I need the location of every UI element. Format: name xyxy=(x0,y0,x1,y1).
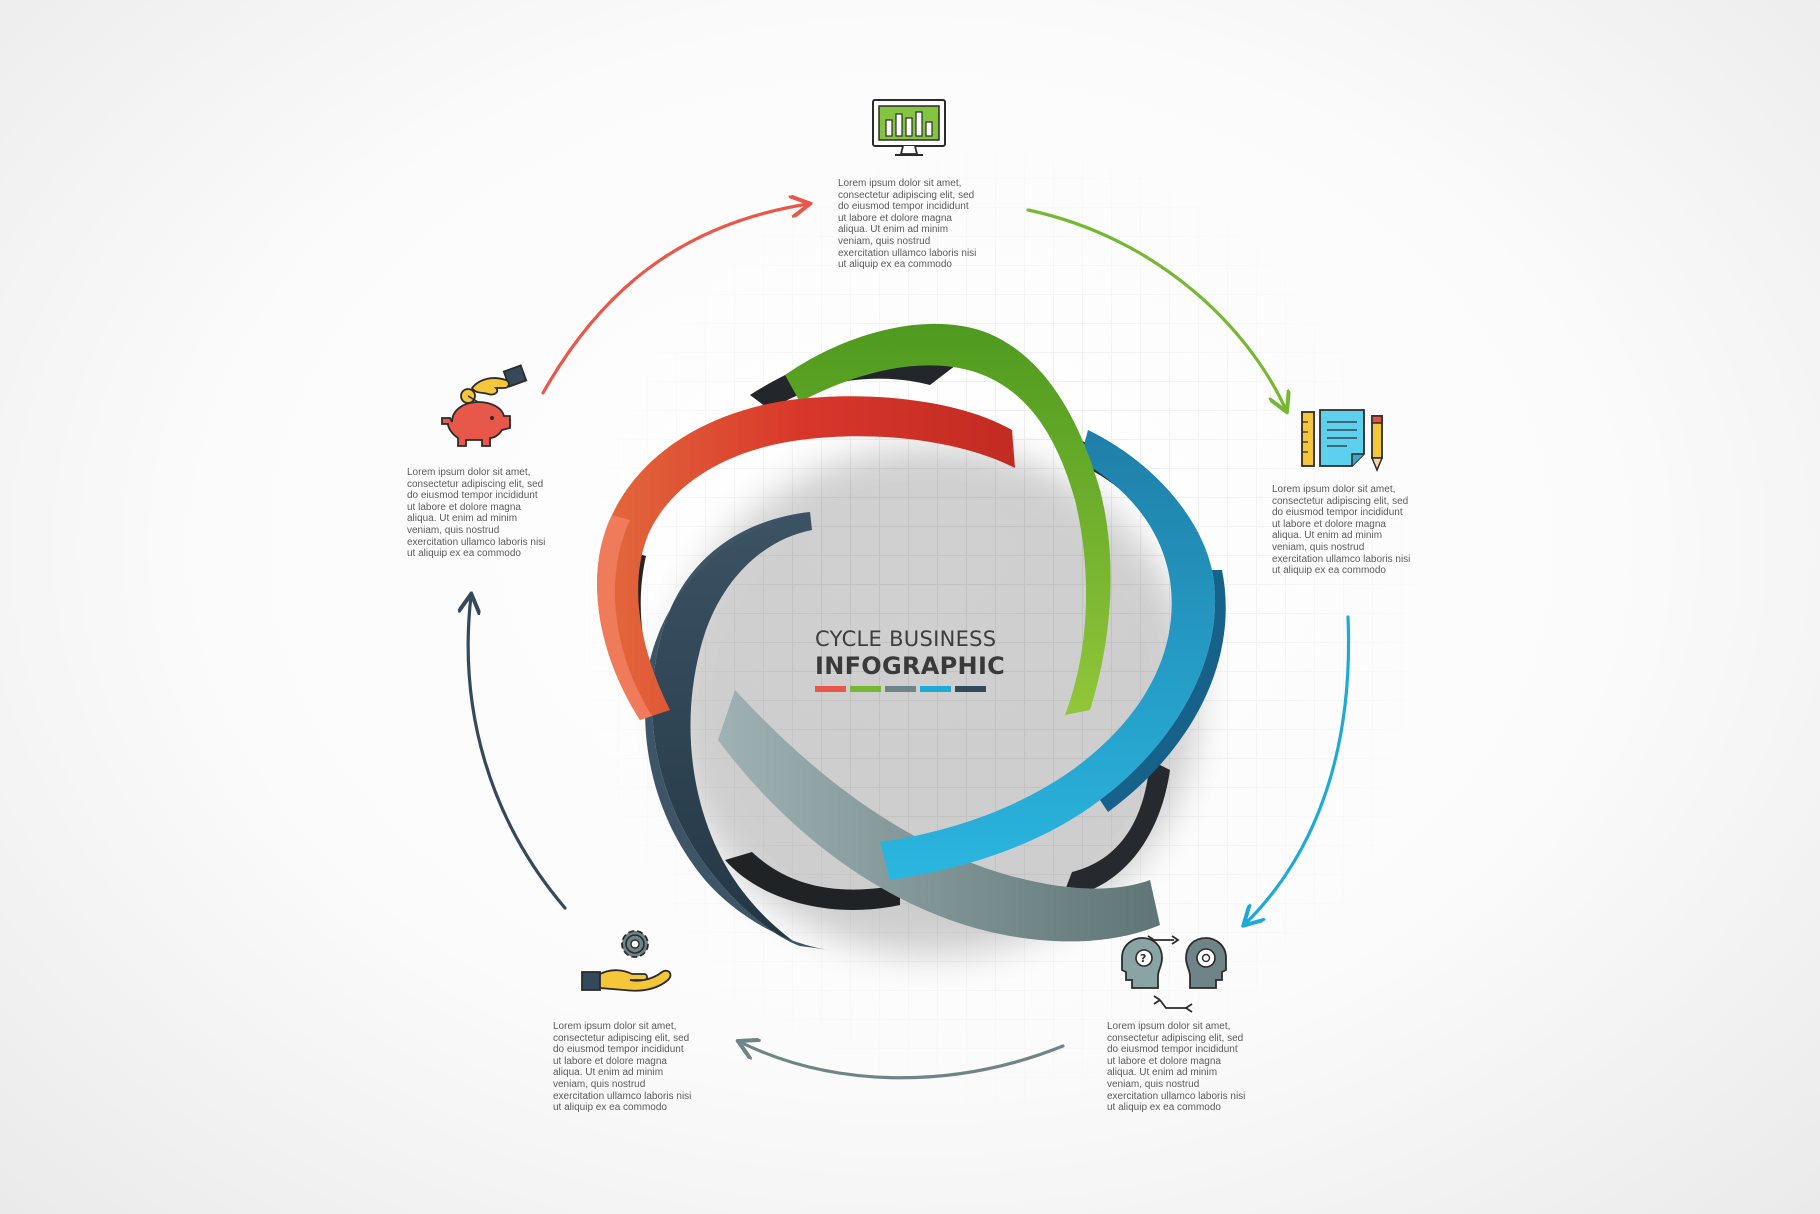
cycle-arrow-green xyxy=(1026,208,1286,410)
legend-bar-navy xyxy=(955,686,986,692)
svg-text:?: ? xyxy=(1140,952,1146,965)
legend-bar-slate xyxy=(885,686,916,692)
piggy-bank-coin-icon xyxy=(441,364,528,447)
step-text-bottom-right: Lorem ipsum dolor sit amet, consectetur … xyxy=(1107,1021,1246,1114)
hand-gear-icon xyxy=(581,930,672,992)
color-legend-bars xyxy=(815,686,1015,692)
ribbon-blue xyxy=(880,430,1216,880)
cycle-arrow-navy xyxy=(468,596,567,910)
ribbon-navy xyxy=(652,512,812,946)
title-line-1: CYCLE BUSINESS xyxy=(815,627,997,651)
notes-ruler-pencil-icon xyxy=(1301,409,1384,472)
ribbon-knot xyxy=(597,323,1226,955)
monitor-chart-icon xyxy=(872,99,946,156)
step-text-left: Lorem ipsum dolor sit amet, consectetur … xyxy=(407,467,546,560)
ribbon-slate xyxy=(718,690,1160,942)
legend-bar-blue xyxy=(920,686,951,692)
cycle-arrow-blue xyxy=(1245,615,1351,924)
cycle-arrow-slate xyxy=(740,1042,1065,1080)
title-line-2: INFOGRAPHIC xyxy=(815,652,1006,680)
cycle-arrow-red xyxy=(541,204,808,395)
step-text-bottom-left: Lorem ipsum dolor sit amet, consectetur … xyxy=(553,1021,692,1114)
legend-bar-red xyxy=(815,686,846,692)
step-text-right: Lorem ipsum dolor sit amet, consectetur … xyxy=(1272,484,1411,577)
infographic-title: CYCLE BUSINESS INFOGRAPHIC xyxy=(815,626,1015,692)
ribbon-green xyxy=(785,323,1111,715)
ribbon-red xyxy=(597,396,1015,720)
step-text-top: Lorem ipsum dolor sit amet, consectetur … xyxy=(838,178,977,271)
heads-exchange-icon: ? xyxy=(1121,935,1227,1013)
legend-bar-green xyxy=(850,686,881,692)
